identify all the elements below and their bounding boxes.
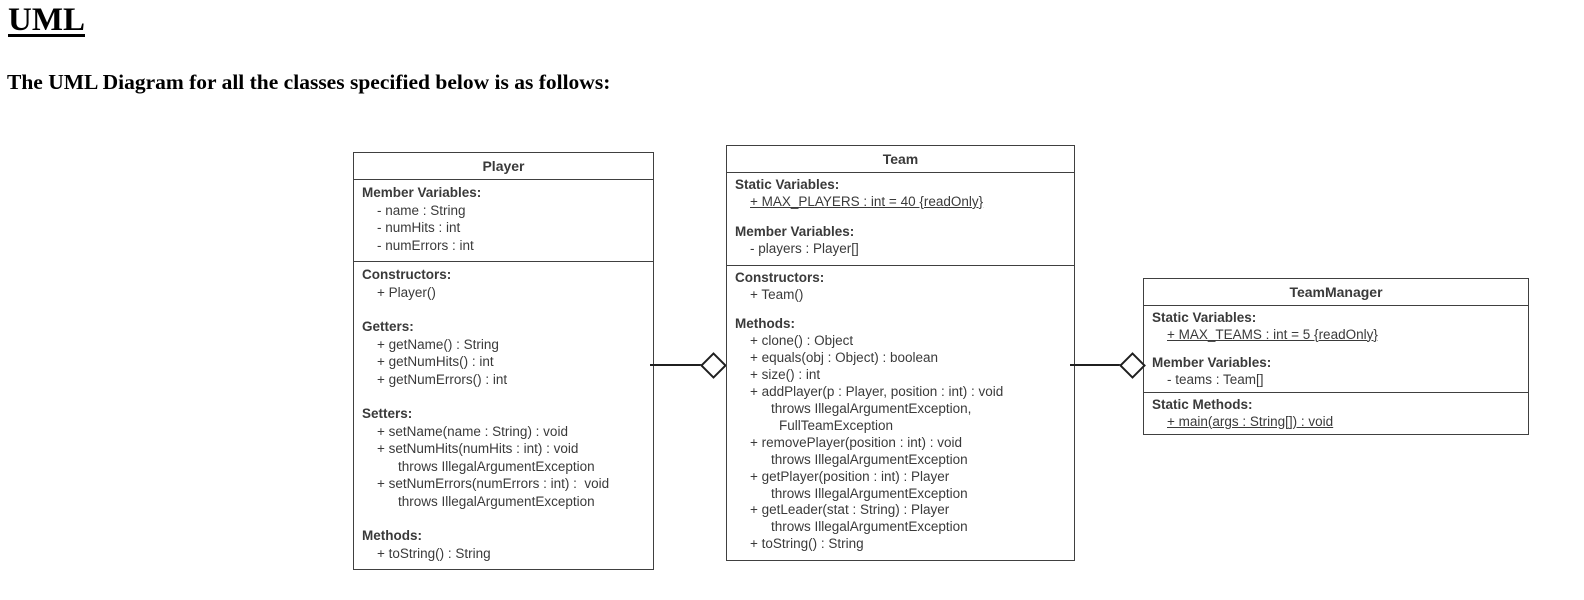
uml-member: + getName() : String — [377, 336, 499, 352]
uml-member: + MAX_PLAYERS : int = 40 {readOnly} — [750, 193, 984, 209]
uml-section-header: Constructors: — [735, 269, 825, 285]
uml-member: + getNumErrors() : int — [377, 371, 508, 387]
uml-section: Member Variables:- teams : Team[] — [1144, 355, 1524, 388]
uml-member: + MAX_TEAMS : int = 5 {readOnly} — [1167, 326, 1378, 342]
uml-member: + toString() : String — [750, 536, 864, 552]
uml-section-header: Static Variables: — [1152, 310, 1257, 325]
uml-section-header: Getters: — [362, 319, 414, 334]
class-body-teammanager: Static Variables:+ MAX_TEAMS : int = 5 {… — [1144, 306, 1528, 434]
uml-member: throws IllegalArgumentException, — [771, 400, 972, 416]
uml-section: Static Variables:+ MAX_PLAYERS : int = 4… — [727, 177, 1070, 211]
uml-section-header: Methods: — [362, 528, 422, 543]
uml-compartment: Static Variables:+ MAX_PLAYERS : int = 4… — [727, 173, 1074, 265]
uml-section-header: Constructors: — [362, 267, 452, 282]
class-title-player: Player — [354, 153, 653, 180]
uml-compartment: Constructors: + Player() Getters: + getName… — [354, 261, 653, 569]
uml-member: - numHits : int — [377, 220, 461, 235]
team-teammanager-connector-line — [1070, 364, 1128, 366]
uml-section: Constructors:+ Team() — [727, 270, 1070, 304]
uml-member: throws IllegalArgumentException — [771, 519, 968, 535]
uml-class-player: Player Member Variables: - name : String -… — [353, 152, 654, 570]
uml-section-header: Member Variables: — [362, 185, 482, 200]
uml-member: + setNumHits(numHits : int) : void — [377, 441, 579, 456]
uml-compartment: Static Variables:+ MAX_TEAMS : int = 5 {… — [1144, 306, 1528, 392]
page-title: UML — [8, 2, 85, 38]
uml-section-header: Static Methods: — [1152, 397, 1253, 412]
uml-member: + getNumHits() : int — [377, 354, 494, 369]
uml-member: + getLeader(stat : String) : Player — [750, 502, 950, 518]
uml-section: Member Variables:- players : Player[] — [727, 224, 1070, 258]
uml-member: + equals(obj : Object) : boolean — [750, 350, 938, 366]
class-body-player: Member Variables: - name : String - numHit… — [354, 180, 653, 569]
uml-member: throws IllegalArgumentException — [398, 493, 595, 509]
uml-member: + removePlayer(position : int) : void — [750, 434, 962, 450]
uml-member: + setNumErrors(numErrors : int) : void — [377, 476, 610, 491]
uml-member: throws IllegalArgumentException — [398, 458, 595, 474]
uml-section: Static Variables:+ MAX_TEAMS : int = 5 {… — [1144, 310, 1524, 343]
aggregation-diamond-icon — [1119, 352, 1146, 379]
uml-compartment: Member Variables: - name : String - numHit… — [354, 180, 653, 261]
uml-member: - name : String — [377, 202, 466, 218]
player-team-connector-line — [650, 364, 708, 366]
uml-member: + addPlayer(p : Player, position : int) … — [750, 384, 1004, 400]
uml-section-header: Methods: — [735, 316, 795, 332]
class-title-teammanager: TeamManager — [1144, 279, 1528, 306]
uml-section-header: Member Variables: — [1152, 355, 1272, 370]
uml-section-header: Member Variables: — [735, 223, 855, 239]
uml-member: + size() : int — [750, 367, 821, 383]
aggregation-diamond-icon — [700, 352, 727, 379]
uml-member: FullTeamException — [779, 417, 894, 433]
page-subtitle: The UML Diagram for all the classes spec… — [7, 70, 611, 94]
uml-member: + main(args : String[]) : void — [1167, 413, 1334, 429]
uml-member: - players : Player[] — [750, 240, 859, 256]
class-title-team: Team — [727, 146, 1074, 173]
uml-member: throws IllegalArgumentException — [771, 485, 968, 501]
uml-member: + getPlayer(position : int) : Player — [750, 468, 950, 484]
uml-class-team: Team Static Variables:+ MAX_PLAYERS : in… — [726, 145, 1075, 562]
uml-section-header: Setters: — [362, 406, 413, 421]
uml-member: + clone() : Object — [750, 333, 854, 349]
uml-member: + Player() — [377, 284, 436, 300]
uml-section: Setters: + setName(name : String) : void +… — [354, 405, 649, 510]
uml-compartment: Static Methods:+ main(args : String[]) :… — [1144, 392, 1528, 434]
uml-section: Member Variables: - name : String - numHit… — [354, 184, 649, 254]
class-body-team: Static Variables:+ MAX_PLAYERS : int = 4… — [727, 173, 1074, 560]
uml-class-teammanager: TeamManager Static Variables:+ MAX_TEAMS… — [1143, 278, 1529, 435]
uml-section: Methods: + toString() : String — [354, 527, 649, 562]
uml-member: + setName(name : String) : void — [377, 423, 568, 439]
uml-compartment: Constructors:+ Team() Methods:+ clone() :… — [727, 264, 1074, 561]
uml-member: throws IllegalArgumentException — [771, 451, 968, 467]
uml-member: - teams : Team[] — [1167, 371, 1264, 387]
uml-section: Getters: + getName() : String + getNumHits… — [354, 318, 649, 388]
uml-section: Methods:+ clone() : Object+ equals(obj :… — [727, 316, 1070, 553]
uml-section: Constructors: + Player() — [354, 266, 649, 301]
uml-member: + toString() : String — [377, 545, 491, 561]
uml-section-header: Static Variables: — [735, 177, 840, 192]
uml-member: + Team() — [750, 286, 804, 302]
uml-section: Static Methods:+ main(args : String[]) :… — [1144, 397, 1524, 430]
uml-member: - numErrors : int — [377, 237, 474, 253]
